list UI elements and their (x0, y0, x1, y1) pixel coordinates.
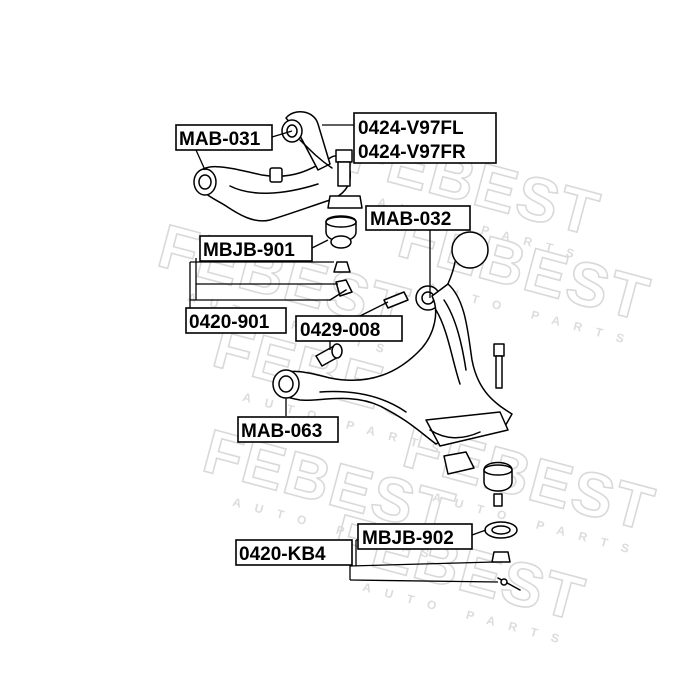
part-code-0424-v97fl: 0424-V97FL (358, 118, 464, 139)
part-code-mab-031: MAB-031 (179, 129, 261, 150)
part-code-mab-032: MAB-032 (370, 209, 451, 230)
label-0420-kb4: 0420-KB4 (235, 539, 353, 566)
lower-ball-joint-stack (443, 451, 521, 591)
label-0424-v97: 0424-V97FL 0424-V97FR (353, 112, 497, 164)
label-mab-032: MAB-032 (365, 205, 471, 231)
label-mbjb-901: MBJB-901 (199, 235, 313, 262)
part-code-0420-kb4: 0420-KB4 (239, 544, 326, 565)
label-0420-901: 0420-901 (185, 307, 287, 334)
part-code-mbjb-902: MBJB-902 (362, 528, 454, 549)
lower-control-arm (272, 283, 513, 447)
label-mab-063: MAB-063 (237, 416, 339, 443)
label-0429-008: 0429-008 (295, 315, 403, 342)
part-code-mab-063: MAB-063 (241, 421, 322, 442)
part-code-0424-v97fr: 0424-V97FR (358, 142, 466, 163)
part-code-mbjb-901: MBJB-901 (203, 240, 295, 261)
part-code-0429-008: 0429-008 (300, 320, 380, 341)
label-mbjb-902: MBJB-902 (357, 523, 473, 550)
vertical-bolt (493, 343, 505, 389)
part-code-0420-901: 0420-901 (189, 312, 270, 333)
label-mab-031: MAB-031 (175, 124, 273, 151)
cam-bolt-part (315, 343, 343, 367)
upper-control-arm (193, 111, 351, 222)
upper-ball-joint-stack (325, 149, 363, 301)
